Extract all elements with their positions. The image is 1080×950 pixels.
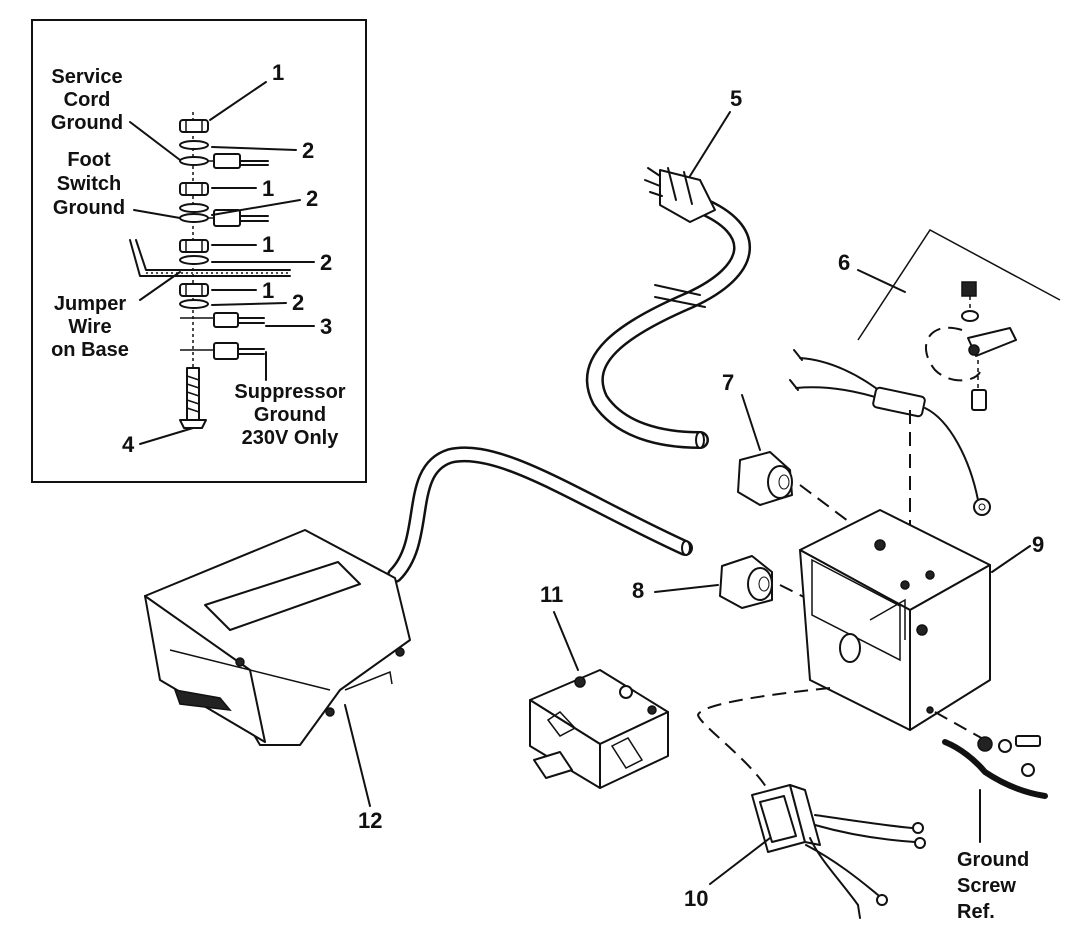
suppressor-part [789,229,1061,516]
switch-box-part [799,509,991,731]
ground-screw-part [934,711,1048,799]
strain-relief-part-8 [719,555,773,609]
svg-text:Cord: Cord [64,89,111,111]
svg-text:Wire: Wire [68,316,111,338]
ring-terminal [180,312,265,328]
switch-part-10 [751,784,926,919]
callout-1: 1 [262,278,274,303]
svg-text:Service: Service [51,66,122,88]
svg-text:Ground: Ground [53,197,125,219]
strain-relief-part-7 [737,451,793,506]
svg-text:230V Only: 230V Only [242,427,340,449]
callout-12: 12 [358,808,382,833]
svg-text:Ref.: Ref. [957,901,995,923]
foot-switch-ground-label: Foot Switch Ground [53,149,125,219]
svg-text:Suppressor: Suppressor [234,381,345,403]
nut-part [179,182,209,196]
nut-part [179,283,209,297]
washer-part [179,203,209,213]
screw-part [179,367,207,429]
svg-text:on Base: on Base [51,339,129,361]
jumper-wire-label: Jumper Wire on Base [51,293,129,361]
callout-11: 11 [540,582,563,607]
callout-2: 2 [302,138,314,163]
ring-terminal [179,153,269,169]
washer-part [179,299,209,309]
callout-5: 5 [730,86,742,111]
switch-part-11 [529,669,669,789]
ring-terminal [180,342,265,360]
svg-text:Jumper: Jumper [54,293,126,315]
callout-2: 2 [320,250,332,275]
power-cord-part [586,167,751,449]
svg-text:Foot: Foot [67,149,111,171]
callout-1: 1 [272,60,284,85]
callout-3: 3 [320,314,332,339]
inset-panel: 1 2 1 2 1 2 1 2 3 4 Service Cord Ground … [31,19,367,483]
callout-1: 1 [262,176,274,201]
svg-text:Ground: Ground [957,849,1029,871]
callout-9: 9 [1032,532,1044,557]
foot-pedal-part [144,446,693,746]
svg-text:Ground: Ground [254,404,326,426]
washer-part [179,140,209,150]
service-cord-ground-label: Service Cord Ground [51,66,123,134]
washer-part [179,255,209,265]
callout-2: 2 [306,186,318,211]
callout-4: 4 [122,432,135,457]
nut-part [179,119,209,133]
svg-text:Switch: Switch [57,173,121,195]
suppressor-ground-label: Suppressor Ground 230V Only [234,381,345,449]
svg-text:Ground: Ground [51,112,123,134]
ground-screw-ref-label: Ground Screw Ref. [957,849,1029,923]
callout-1: 1 [262,232,274,257]
callout-10: 10 [684,886,708,911]
svg-text:Screw: Screw [957,875,1016,897]
callout-7: 7 [722,370,734,395]
callout-8: 8 [632,578,644,603]
base-plate [129,239,291,277]
nut-part [179,239,209,253]
callout-2: 2 [292,290,304,315]
callout-6: 6 [838,250,850,275]
